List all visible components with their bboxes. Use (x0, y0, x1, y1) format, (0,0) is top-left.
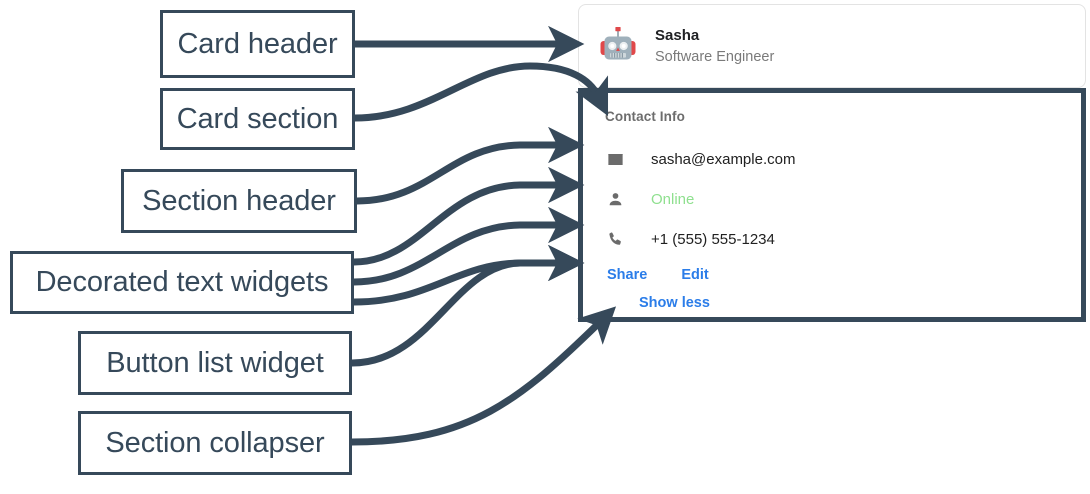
phone-value: +1 (555) 555-1234 (651, 230, 775, 248)
card-section: Contact Info sasha@example.com (578, 88, 1086, 322)
callout-section-collapser: Section collapser (78, 411, 352, 475)
card-header[interactable]: Sasha Software Engineer (579, 5, 1085, 87)
callout-card-header-label: Card header (177, 27, 338, 60)
decorated-text-widget-email[interactable]: sasha@example.com (605, 139, 1081, 179)
callout-button-list: Button list widget (78, 331, 352, 395)
robot-avatar-icon (600, 27, 636, 60)
decorated-text-widget-phone[interactable]: +1 (555) 555-1234 (605, 219, 1081, 259)
arrow-decorated-text-1 (353, 166, 585, 266)
callout-card-section: Card section (160, 88, 355, 150)
arrow-card-section (354, 62, 609, 122)
section-collapser-button[interactable]: Show less (639, 295, 710, 311)
callout-card-section-label: Card section (176, 102, 339, 135)
card-header-title: Sasha (655, 27, 700, 44)
button-list-widget: Share Edit (607, 267, 1081, 283)
email-value: sasha@example.com (651, 150, 796, 168)
card-header-subtitle: Software Engineer (655, 49, 775, 65)
callout-card-header: Card header (160, 10, 355, 78)
section-header: Contact Info (605, 109, 685, 124)
arrow-section-collapser (351, 306, 617, 446)
email-icon (605, 149, 625, 169)
person-icon (605, 189, 625, 209)
callout-section-collapser-label: Section collapser (105, 426, 325, 459)
callout-section-header: Section header (121, 169, 357, 233)
card-header-text: Sasha Software Engineer (655, 27, 774, 65)
edit-button[interactable]: Edit (681, 267, 709, 283)
callout-button-list-label: Button list widget (106, 346, 324, 379)
status-value: Online (651, 190, 695, 208)
arrow-decorated-text-2 (353, 206, 585, 286)
arrow-button-list (351, 244, 585, 367)
decorated-text-widget-status[interactable]: Online (605, 179, 1081, 219)
callout-decorated-text: Decorated text widgets (10, 251, 354, 314)
arrow-decorated-text-3 (353, 244, 585, 306)
share-button[interactable]: Share (607, 267, 648, 283)
callout-section-header-label: Section header (142, 184, 336, 217)
arrow-section-header (356, 126, 585, 205)
phone-icon (605, 229, 625, 249)
callout-decorated-text-label: Decorated text widgets (35, 266, 329, 298)
card: Sasha Software Engineer (578, 4, 1086, 88)
